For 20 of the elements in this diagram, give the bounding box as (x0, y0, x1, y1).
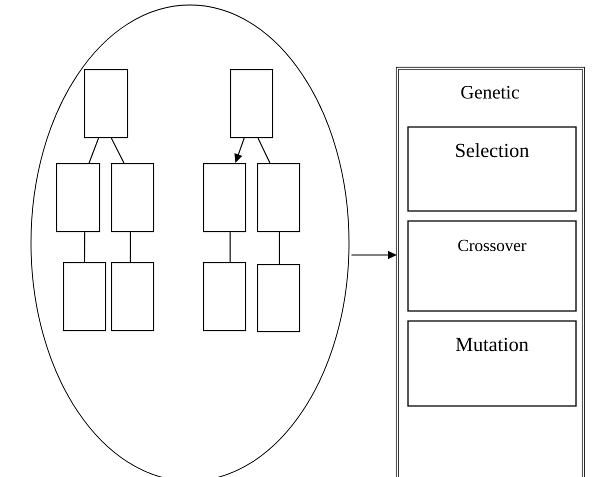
box (203, 262, 246, 332)
connector-line (278, 232, 280, 264)
step-box: Mutation (407, 320, 577, 407)
box (111, 262, 154, 332)
step-box: Crossover (407, 220, 577, 312)
box (230, 69, 274, 138)
connector-line (130, 232, 131, 262)
connector-line (258, 138, 270, 164)
box (84, 69, 128, 138)
box (257, 264, 300, 332)
connector-line (230, 232, 231, 262)
connector-line (88, 138, 100, 164)
box (56, 163, 100, 232)
connector-line (84, 232, 86, 262)
connector-line (110, 138, 124, 164)
step-box: Selection (407, 126, 577, 212)
box (111, 163, 154, 232)
box (203, 163, 246, 232)
box (257, 163, 300, 232)
box (63, 262, 106, 332)
